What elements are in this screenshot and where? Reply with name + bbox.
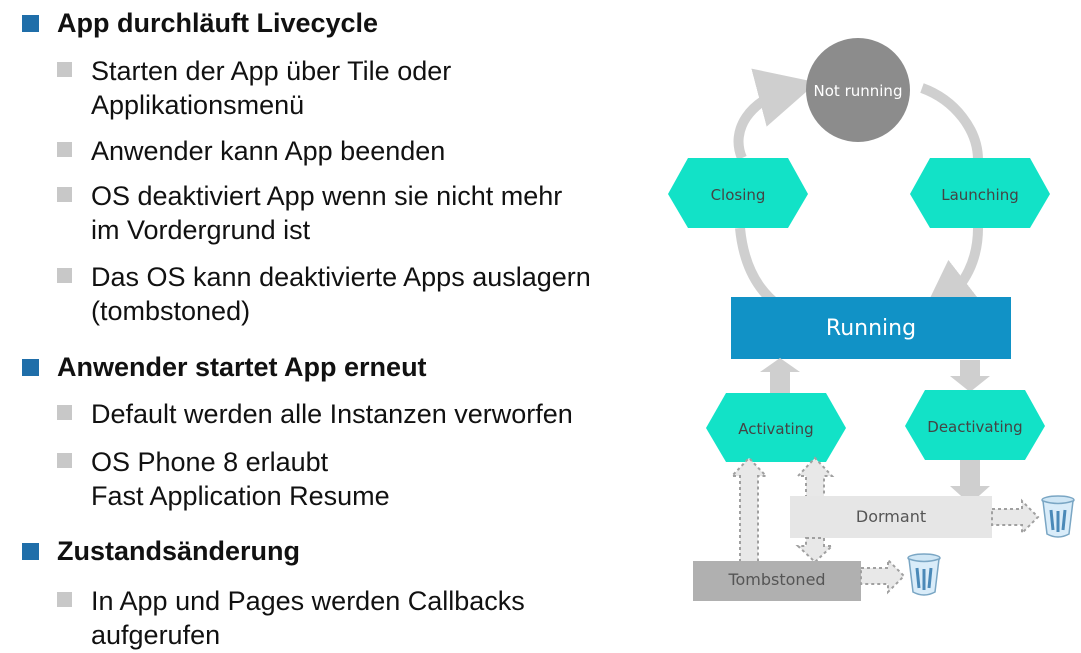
bullet-text: Anwender startet App erneut bbox=[57, 352, 427, 382]
dormant-state: Dormant bbox=[790, 496, 992, 538]
launching-label: Launching bbox=[941, 186, 1019, 204]
not-running-state: Not running bbox=[806, 38, 910, 142]
tombstoned-to-trash-arrow bbox=[860, 557, 906, 595]
not-running-to-launching-arrow bbox=[920, 83, 983, 161]
recycle-bin-icon bbox=[907, 553, 941, 596]
running-label: Running bbox=[826, 316, 916, 341]
not-running-label: Not running bbox=[814, 82, 903, 100]
sub-bullet-square-icon bbox=[57, 187, 72, 202]
tombstoned-label: Tombstoned bbox=[727, 570, 825, 589]
tombstoned-state: Tombstoned bbox=[693, 561, 861, 601]
running-to-deactivating-arrow bbox=[950, 360, 990, 392]
sub-bullet-square-icon bbox=[57, 592, 72, 607]
activating-state: Activating bbox=[706, 393, 846, 462]
sub-bullet-text: Das OS kann deaktivierte Apps auslagern … bbox=[91, 262, 591, 326]
launching-to-running-arrow bbox=[919, 227, 986, 321]
sub-bullet-text: Default werden alle Instanzen verworfen bbox=[91, 399, 573, 429]
sub-bullet-text: Starten der App über Tile oder Applikati… bbox=[91, 56, 452, 120]
bullet-square-icon bbox=[22, 359, 39, 376]
running-state: Running bbox=[731, 297, 1011, 359]
dormant-to-trash-arrow bbox=[991, 498, 1040, 536]
dormant-to-tombstoned-arrow bbox=[795, 537, 835, 564]
sub-bullet-text: OS deaktiviert App wenn sie nicht mehr i… bbox=[91, 181, 563, 245]
sub-bullet-text: Anwender kann App beenden bbox=[91, 136, 446, 166]
tombstoned-to-activating-arrow bbox=[729, 456, 769, 562]
closing-label: Closing bbox=[711, 186, 766, 204]
sub-bullet-square-icon bbox=[57, 142, 72, 157]
bullet-list: App durchläuft Livecycle Starten der App… bbox=[22, 8, 591, 650]
deactivating-state: Deactivating bbox=[905, 390, 1045, 460]
sub-bullet-square-icon bbox=[57, 453, 72, 468]
activating-to-running-arrow bbox=[760, 358, 800, 398]
dormant-label: Dormant bbox=[856, 507, 926, 526]
deactivating-to-dormant-arrow bbox=[950, 460, 990, 504]
bullet-square-icon bbox=[22, 15, 39, 32]
closing-state: Closing bbox=[668, 158, 808, 228]
sub-bullet-text: In App und Pages werden Callbacks aufger… bbox=[91, 586, 525, 650]
sub-bullet-square-icon bbox=[57, 62, 72, 77]
deactivating-label: Deactivating bbox=[927, 418, 1022, 436]
closing-to-not-running-arrow bbox=[733, 68, 818, 160]
recycle-bin-icon bbox=[1041, 495, 1075, 538]
sub-bullet-text: OS Phone 8 erlaubt Fast Application Resu… bbox=[91, 447, 390, 511]
bullet-text: Zustandsänderung bbox=[57, 536, 301, 566]
activating-label: Activating bbox=[738, 420, 813, 438]
bullet-square-icon bbox=[22, 543, 39, 560]
sub-bullet-square-icon bbox=[57, 268, 72, 283]
lifecycle-diagram: Not running Closing Launching Running bbox=[660, 0, 1081, 653]
sub-bullet-square-icon bbox=[57, 405, 72, 420]
dormant-to-activating-arrow bbox=[795, 456, 835, 498]
bullet-text: App durchläuft Livecycle bbox=[57, 8, 379, 38]
launching-state: Launching bbox=[910, 158, 1050, 228]
